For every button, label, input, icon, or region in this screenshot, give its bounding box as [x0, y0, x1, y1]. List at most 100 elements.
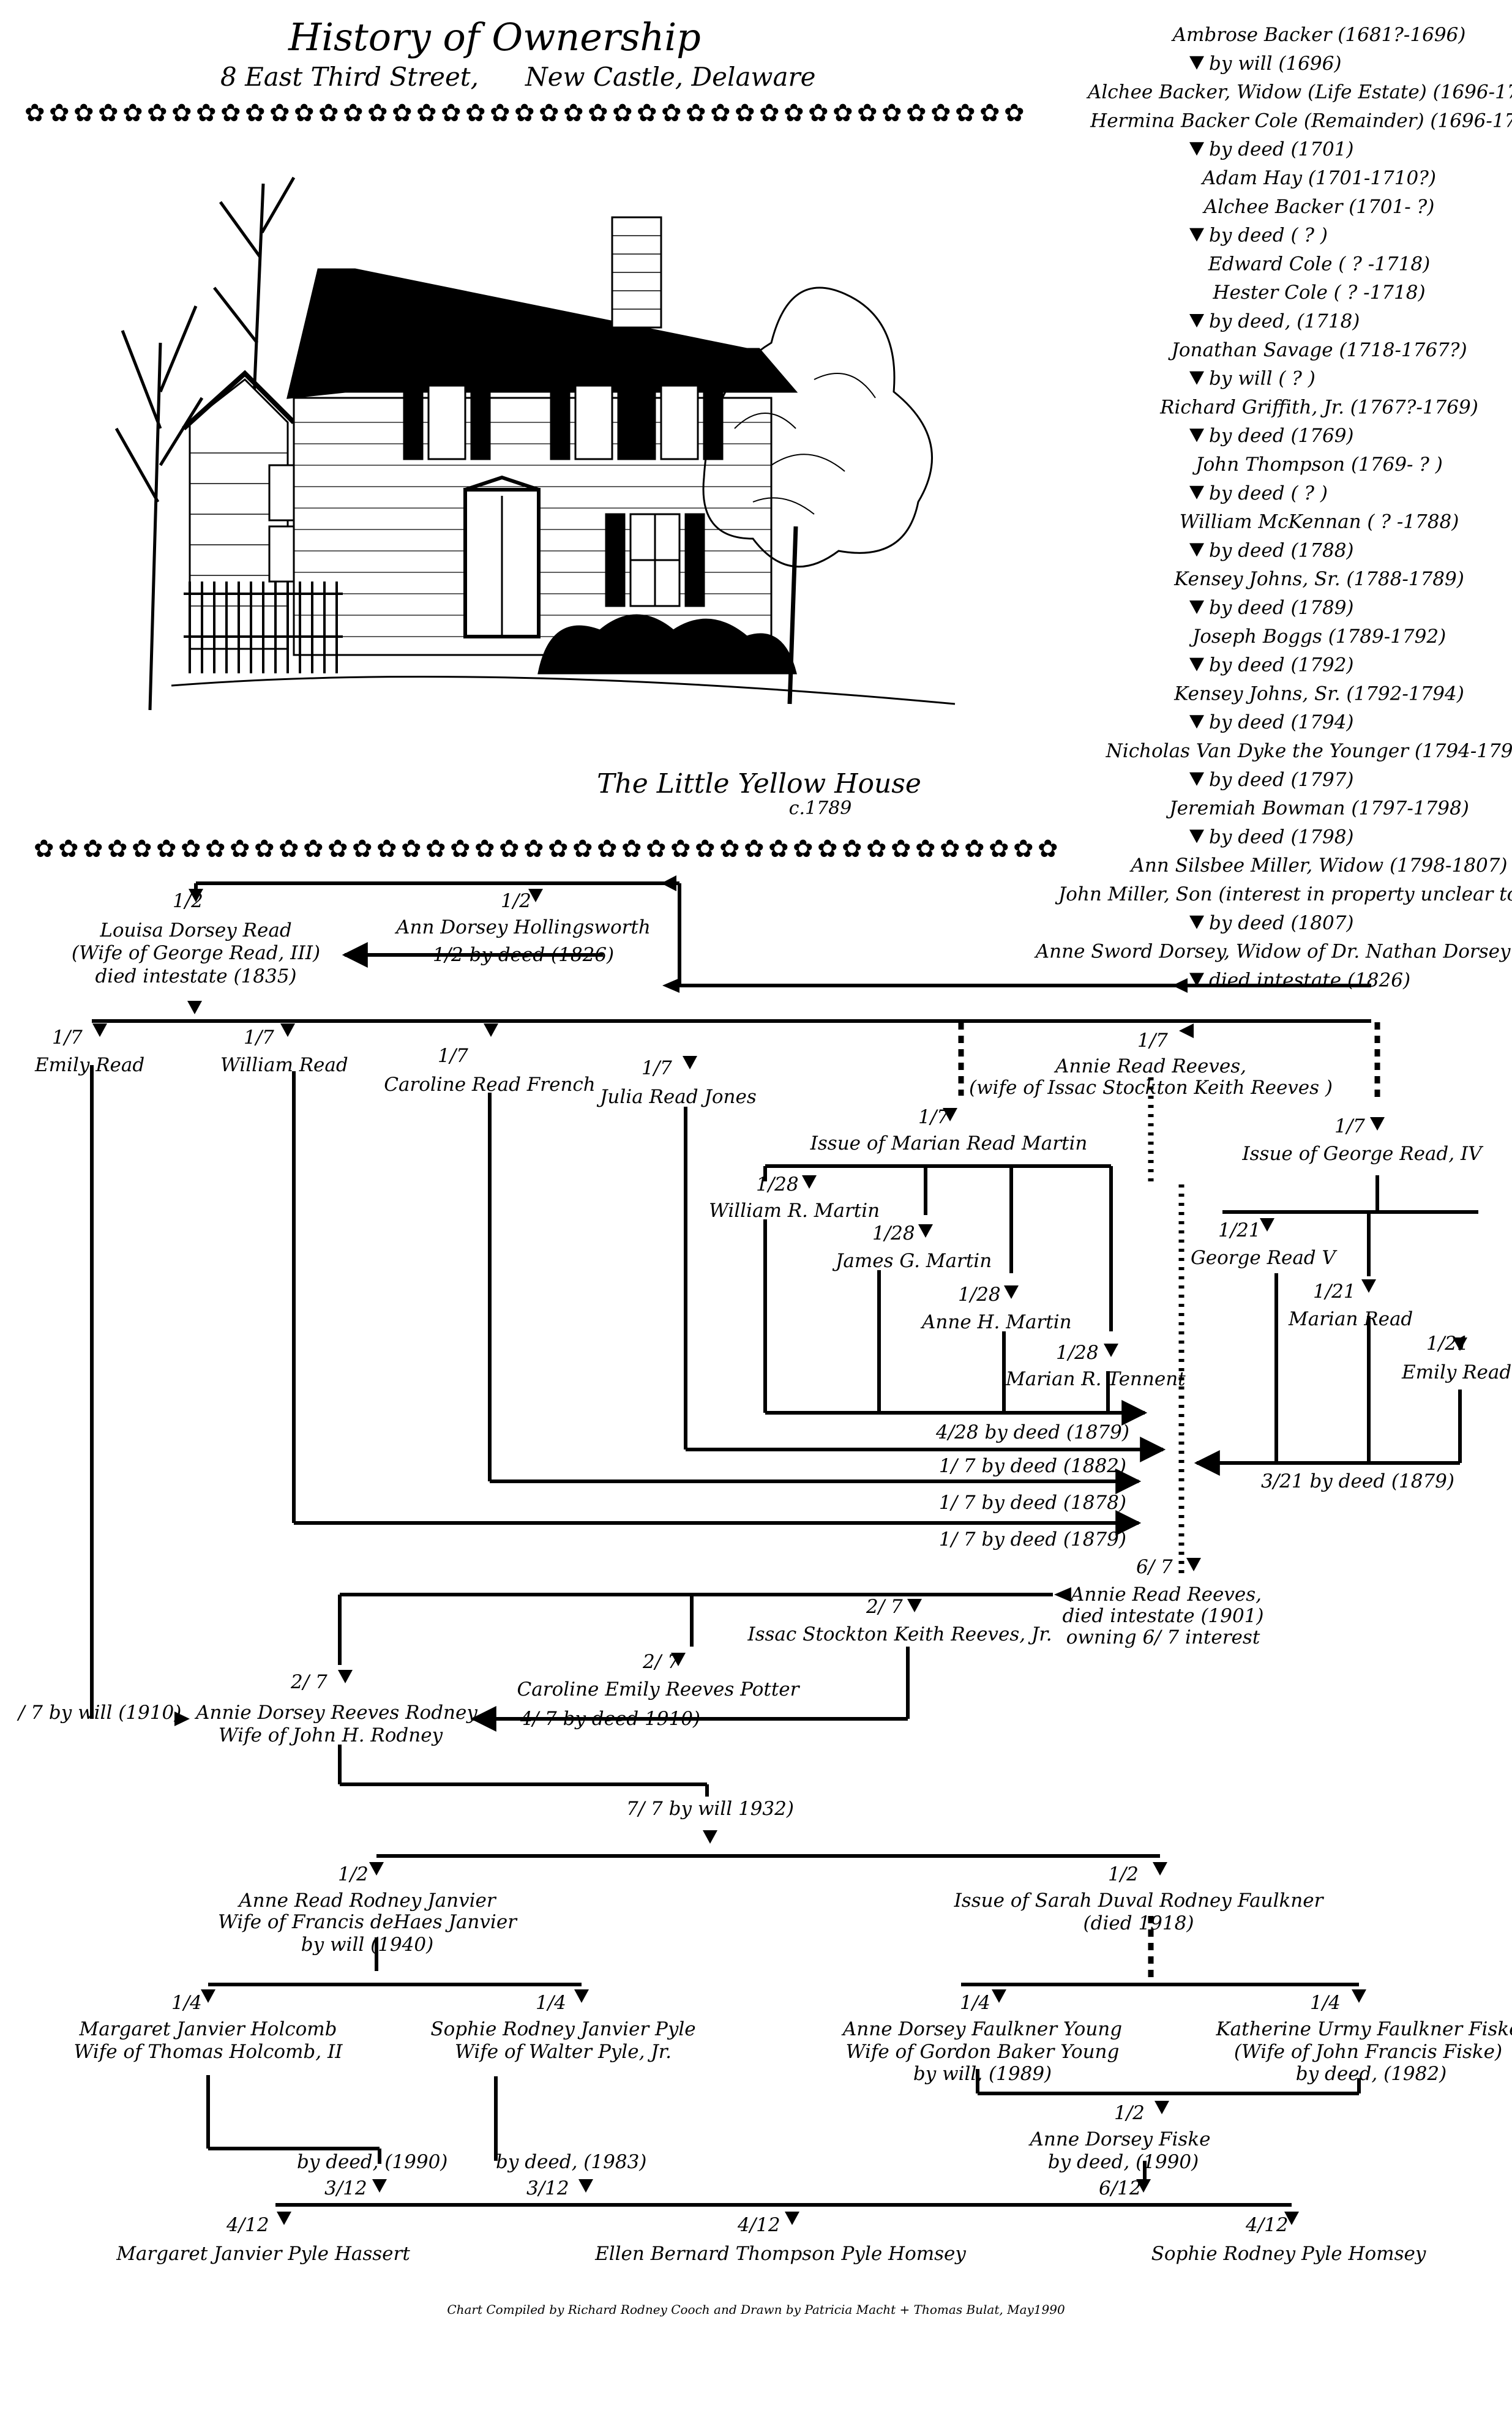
louisa-note: died intestate (1835)	[95, 965, 296, 987]
caroline-name: Caroline Read French	[384, 1074, 596, 1096]
chain-owner: John Miller, Son (interest in property u…	[1055, 883, 1512, 905]
chain-owner: Anne Sword Dorsey, Widow of Dr. Nathan D…	[1034, 941, 1512, 963]
chain-arrow	[1189, 543, 1204, 557]
carolinep-share: 2/ 7	[642, 1651, 679, 1673]
young-name: Anne Dorsey Faulkner Young	[841, 2018, 1122, 2040]
flower-ornament: ✿	[881, 99, 902, 127]
chain-owner: Adam Hay (1701-1710?)	[1200, 167, 1436, 189]
flower-ornament: ✿	[572, 835, 593, 863]
annie-final-note1: died intestate (1901)	[1062, 1605, 1263, 1627]
ownership-chain: Ambrose Backer (1681?-1696)by will (1696…	[1034, 24, 1512, 991]
flower-ornament: ✿	[474, 835, 495, 863]
flower-ornament: ✿	[793, 835, 814, 863]
annie-final-name: Annie Read Reeves,	[1069, 1584, 1262, 1606]
janvier-name: Anne Read Rodney Janvier	[237, 1890, 497, 1912]
chain-owner: Alchee Backer, Widow (Life Estate) (1696…	[1086, 81, 1512, 103]
chain-transfer: by deed (1792)	[1209, 654, 1354, 676]
fiske-name: Katherine Urmy Faulkner Fiske	[1215, 2018, 1512, 2040]
chain-arrow	[1189, 829, 1204, 844]
young-spouse: Wife of Gordon Baker Young	[846, 2041, 1120, 2063]
chain-arrow	[1189, 485, 1204, 499]
marian-tennent-share: 1/28	[1056, 1342, 1099, 1364]
annie-spouse: (wife of Issac Stockton Keith Reeves )	[969, 1077, 1333, 1099]
flower-ornament: ✿	[83, 835, 103, 863]
house-date: c.1789	[789, 798, 852, 819]
flower-ornament: ✿	[989, 835, 1009, 863]
adfiske-frac: 6/12	[1099, 2177, 1142, 2199]
flower-ornament: ✿	[842, 835, 863, 863]
rodney-spouse: Wife of John H. Rodney	[219, 1724, 443, 1746]
flower-ornament: ✿	[621, 835, 642, 863]
ann-share: 1/2	[501, 890, 531, 912]
flower-border-bottom: ✿✿✿✿✿✿✿✿✿✿✿✿✿✿✿✿✿✿✿✿✿✿✿✿✿✿✿✿✿✿✿✿✿✿✿✿✿✿✿✿…	[34, 835, 1058, 863]
flower-ornament: ✿	[245, 99, 266, 127]
flower-ornament: ✿	[891, 835, 911, 863]
chart-credit: Chart Compiled by Richard Rodney Cooch a…	[447, 2302, 1065, 2317]
flower-ornament: ✿	[857, 99, 878, 127]
chain-owner: Ambrose Backer (1681?-1696)	[1171, 24, 1466, 46]
william-deed: 1/ 7 by deed (1879)	[939, 1528, 1126, 1551]
marian-read-name: Marian Read	[1288, 1308, 1413, 1330]
flower-ornament: ✿	[964, 835, 985, 863]
potter-deed: 4/ 7 by deed 1910)	[520, 1708, 700, 1730]
flower-ornament: ✿	[352, 835, 373, 863]
flower-ornament: ✿	[661, 99, 682, 127]
faulkner-share: 1/2	[1108, 1863, 1139, 1885]
flower-border-top: ✿✿✿✿✿✿✿✿✿✿✿✿✿✿✿✿✿✿✿✿✿✿✿✿✿✿✿✿✿✿✿✿✿✿✿✿✿✿✿✿…	[24, 99, 1025, 127]
chart-title: History of Ownership	[288, 15, 701, 59]
issac-name: Issac Stockton Keith Reeves, Jr.	[747, 1623, 1052, 1645]
holcomb-name: Margaret Janvier Holcomb	[78, 2018, 337, 2040]
annie-name: Annie Read Reeves,	[1054, 1055, 1246, 1077]
flower-ornament: ✿	[817, 835, 838, 863]
flower-ornament: ✿	[490, 99, 511, 127]
flower-ornament: ✿	[523, 835, 544, 863]
flower-ornament: ✿	[563, 99, 584, 127]
louisa-name: Louisa Dorsey Read	[99, 919, 291, 941]
anne-martin-name: Anne H. Martin	[920, 1311, 1072, 1333]
annie-final-share: 6/ 7	[1136, 1556, 1173, 1578]
adfiske-share: 1/2	[1114, 2102, 1145, 2124]
caroline-deed: 1/ 7 by deed (1882)	[939, 1455, 1126, 1477]
chain-transfer: by deed (1794)	[1209, 711, 1354, 733]
flower-ornament: ✿	[156, 835, 177, 863]
chain-arrow	[1189, 56, 1204, 70]
flower-ornament: ✿	[940, 835, 960, 863]
flower-ornament: ✿	[548, 835, 569, 863]
emily-will: / 7 by will (1910)	[17, 1702, 181, 1724]
chain-owner: Hester Cole ( ? -1718)	[1212, 282, 1425, 304]
flower-ornament: ✿	[930, 99, 951, 127]
chain-arrow	[1189, 915, 1204, 929]
flower-ornament: ✿	[425, 835, 446, 863]
adfiske-name: Anne Dorsey Fiske	[1028, 2128, 1211, 2150]
hassert-share: 4/12	[226, 2214, 269, 2236]
chain-owner: Richard Griffith, Jr. (1767?-1769)	[1159, 396, 1478, 418]
flower-ornament: ✿	[979, 99, 1000, 127]
flower-ornament: ✿	[303, 835, 324, 863]
chain-owner: Nicholas Van Dyke the Younger (1794-1797…	[1106, 740, 1512, 762]
george-issue-deed: 3/21 by deed (1879)	[1261, 1470, 1454, 1492]
chain-owner: Joseph Boggs (1789-1792)	[1189, 626, 1446, 648]
flower-ornament: ✿	[416, 99, 437, 127]
flower-ornament: ✿	[73, 99, 94, 127]
chain-transfer: by deed (1807)	[1209, 912, 1354, 934]
flower-ornament: ✿	[122, 99, 143, 127]
william-name: William Read	[220, 1054, 348, 1076]
chain-transfer: by deed (1797)	[1209, 769, 1354, 791]
flower-ornament: ✿	[646, 835, 667, 863]
flower-ornament: ✿	[327, 835, 348, 863]
julia-deed: 1/ 7 by deed (1878)	[939, 1492, 1126, 1514]
flower-ornament: ✿	[695, 835, 716, 863]
address-street: 8 East Third Street,	[220, 62, 479, 92]
chain-owner: Kensey Johns, Sr. (1792-1794)	[1173, 683, 1464, 705]
flower-ornament: ✿	[98, 99, 119, 127]
flower-ornament: ✿	[514, 99, 535, 127]
flower-ornament: ✿	[196, 99, 217, 127]
flower-ornament: ✿	[744, 835, 765, 863]
fiske-spouse: (Wife of John Francis Fiske)	[1234, 2041, 1502, 2063]
flower-ornament: ✿	[318, 99, 339, 127]
chain-arrow	[1189, 715, 1204, 729]
chain-arrow	[1189, 371, 1204, 385]
chain-transfer: by deed, (1718)	[1209, 310, 1360, 332]
flower-ornament: ✿	[254, 835, 275, 863]
